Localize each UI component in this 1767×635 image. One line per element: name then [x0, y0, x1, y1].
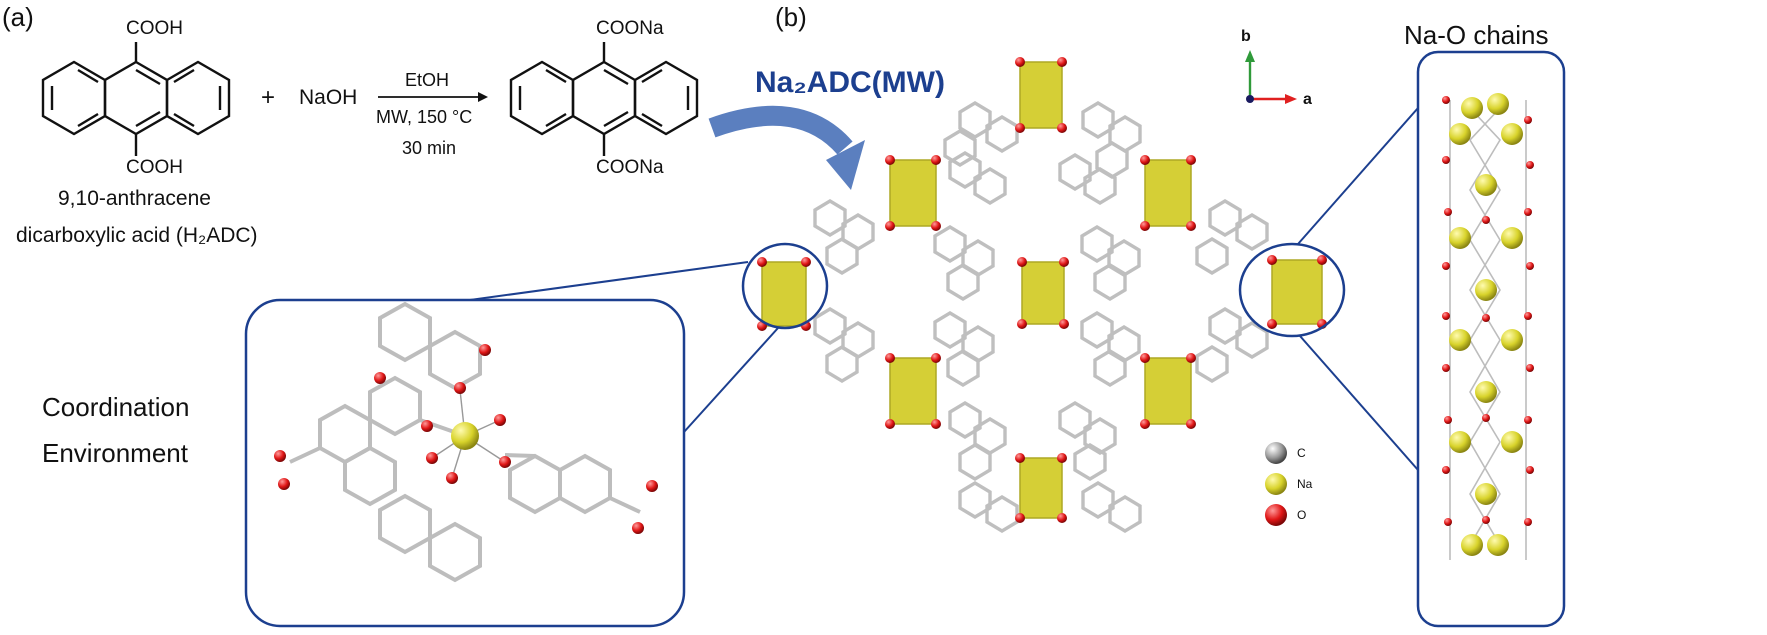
zoom-line-upper-right: [1297, 107, 1419, 245]
time-label: 30 min: [402, 138, 457, 158]
axis-a-label: a: [1303, 91, 1312, 108]
product-top-coona: COONa: [596, 18, 664, 39]
highlight-circle-right: [1238, 242, 1346, 338]
chain-model: [1442, 93, 1534, 560]
legend-oxygen-sphere: [1265, 504, 1287, 526]
reactant-bottom-cooh: COOH: [126, 157, 183, 178]
oxygen-atoms: [757, 57, 1327, 523]
highlight-circle-left: [741, 242, 829, 330]
panel-b-label: (b): [775, 2, 807, 32]
na-polyhedra: [761, 61, 1323, 519]
coordination-label-line1: Coordination: [42, 392, 190, 422]
chain-label: Na-O chains: [1404, 20, 1549, 50]
panel-a-label: (a): [2, 2, 34, 32]
legend-carbon-sphere: [1265, 442, 1287, 464]
legend-sodium-label: Na: [1297, 477, 1313, 491]
zoom-line-lower-right: [1299, 335, 1419, 471]
axis-b-head: [1245, 50, 1255, 62]
coordination-box: [244, 298, 686, 628]
legend-carbon-label: C: [1297, 446, 1306, 460]
legend-sodium-sphere: [1265, 473, 1287, 495]
axis-a-head: [1285, 94, 1297, 104]
product-anthracene: [509, 42, 699, 156]
plus-sign: +: [261, 84, 276, 111]
product-bottom-coona: COONa: [596, 157, 664, 178]
reagent-naoh: NaOH: [299, 86, 358, 109]
coordination-label-line2: Environment: [42, 438, 188, 468]
zoom-line-upper-left: [469, 261, 749, 301]
solvent-label: EtOH: [405, 70, 450, 90]
coordination-model: [274, 301, 658, 583]
reactant-name-line1: 9,10-anthracene: [58, 187, 211, 210]
reactant-anthracene: [41, 42, 231, 156]
reactant-name-line2: dicarboxylic acid (H₂ADC): [16, 224, 258, 247]
zoom-line-lower-left: [683, 327, 779, 433]
curved-arrow: [708, 105, 853, 155]
legend-oxygen-label: O: [1297, 508, 1307, 522]
reactant-top-cooh: COOH: [126, 18, 183, 39]
chain-box: [1416, 50, 1566, 628]
conditions-label: MW, 150 °C: [376, 107, 473, 127]
reaction-arrow-head: [478, 92, 488, 102]
axis-b-label: b: [1241, 28, 1251, 45]
curved-arrow-head: [826, 140, 865, 190]
axis-origin: [1246, 95, 1254, 103]
structure-title: Na₂ADC(MW): [755, 66, 945, 99]
